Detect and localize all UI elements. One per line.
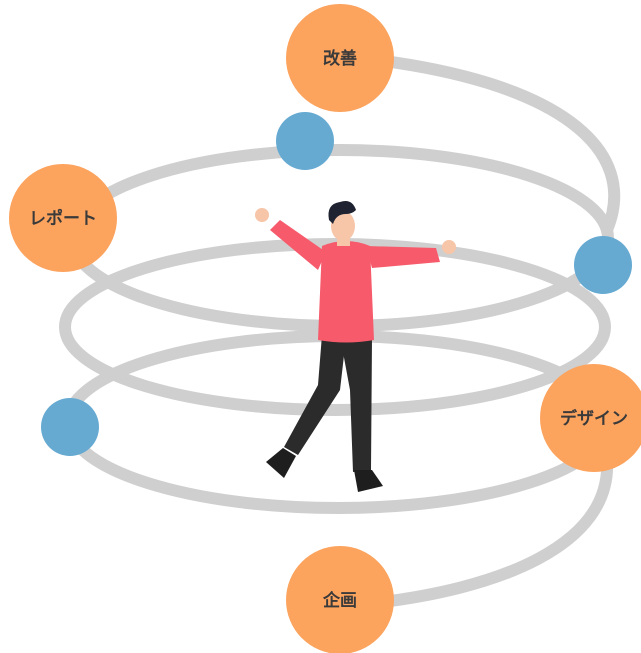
person-illustration [255,201,456,492]
person-left-leg [284,335,346,455]
stage-label-design: デザイン [560,408,628,428]
stage-circle [286,4,394,112]
person-right-arm [366,246,440,268]
person-hair [328,201,356,224]
stage-label-report: レポート [29,208,97,228]
accent-nodes [41,112,632,456]
person-left-hand [255,208,269,222]
person-left-arm [270,220,326,270]
spiral-ring-bottom-tail [359,454,614,610]
stage-circle [9,164,117,272]
stage-label-kaizen: 改善 [323,48,357,68]
accent-node-top [276,112,334,170]
person-torso [318,241,374,343]
stage-node-report: レポート [9,164,117,272]
person-right-hand [442,240,456,254]
stage-circle [540,364,641,472]
accent-node-right [574,236,632,294]
stage-node-kikaku: 企画 [286,546,394,653]
accent-node-left [41,398,99,456]
stage-label-kikaku: 企画 [322,590,357,610]
person-head [331,211,355,241]
stage-circle [286,546,394,653]
person-right-leg [340,336,372,472]
stage-node-kaizen: 改善 [286,4,394,112]
spiral-ring-top-back [354,52,621,236]
stage-node-design: デザイン [540,364,641,472]
person-right-shoe [354,470,383,492]
person-left-shoe [266,448,296,478]
